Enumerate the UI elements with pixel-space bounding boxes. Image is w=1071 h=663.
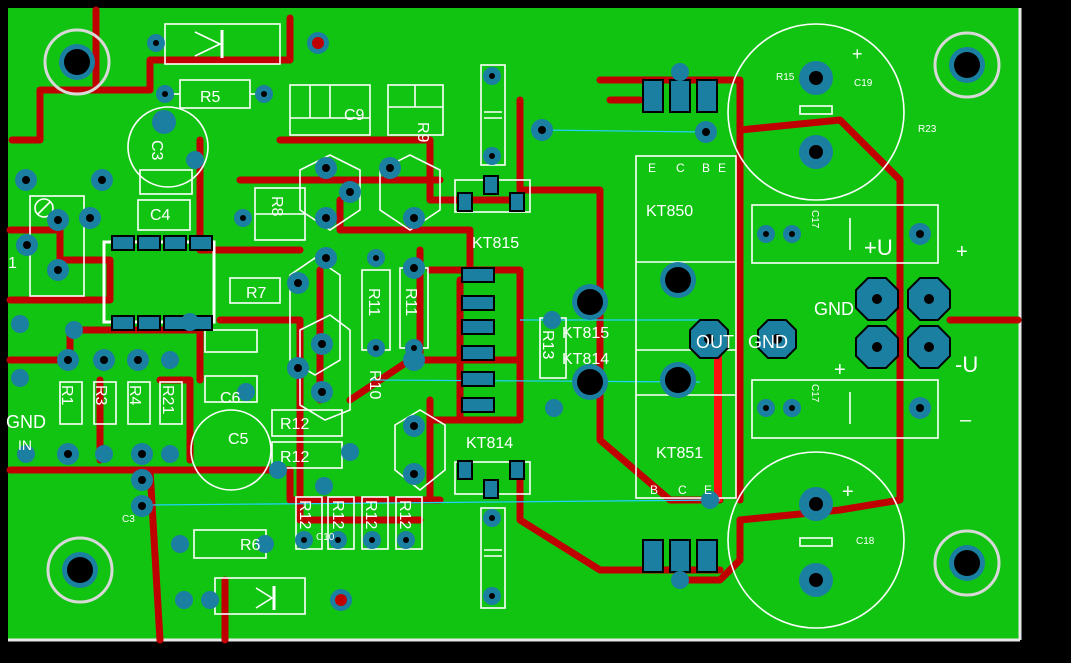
power-transistor-holes (572, 262, 696, 400)
label-r9: R9 (414, 122, 431, 143)
pin-b-kt851: B (650, 483, 658, 497)
pin-c-kt850: C (676, 161, 685, 175)
label-r15: R15 (776, 72, 795, 83)
label-c5: C5 (228, 431, 249, 448)
label-r8: R8 (268, 196, 285, 217)
pin-e-kt851: E (704, 483, 712, 497)
label-c19: C19 (854, 78, 873, 89)
capacitor-pads (799, 61, 833, 597)
label-c17a: C17 (809, 210, 820, 229)
label-kt814-bot: KT814 (466, 435, 513, 452)
label-plus-c: + (852, 44, 863, 64)
label-plus-b: + (834, 359, 846, 381)
round-pads (11, 32, 931, 611)
label-r3: R3 (92, 385, 109, 406)
label-c4: C4 (150, 207, 171, 224)
label-minus-u: -U (955, 352, 978, 377)
label-r12e: R12 (362, 500, 379, 529)
label-plus-u: +U (864, 235, 893, 260)
label-r21: R21 (159, 385, 176, 414)
label-r11a: R11 (365, 288, 382, 316)
label-r4: R4 (126, 385, 143, 406)
label-plus-d: + (842, 481, 854, 503)
pin-b-kt850-a: B (702, 161, 710, 175)
label-r6: R6 (240, 537, 261, 554)
label-r1: R1 (58, 385, 75, 406)
label-r12f: R12 (396, 500, 413, 529)
label-c3: C3 (148, 140, 165, 161)
pin-c-kt851: C (678, 483, 687, 497)
pin-e-kt850-b: E (718, 161, 726, 175)
label-gnd-out: GND (748, 332, 788, 352)
label-r10: R10 (366, 370, 383, 399)
label-gnd-right: GND (814, 299, 854, 319)
label-r7: R7 (246, 285, 267, 302)
label-kt851: KT851 (656, 445, 703, 462)
label-r13: R13 (539, 330, 556, 359)
label-r12a: R12 (280, 416, 309, 433)
label-kt815-top: KT815 (472, 235, 519, 252)
label-r12b: R12 (280, 449, 309, 466)
terminal-pads (689, 277, 951, 369)
label-c17b: C17 (809, 384, 820, 403)
label-kt815-mid: KT815 (562, 325, 609, 342)
label-r23: R23 (918, 124, 937, 135)
label-c6: C6 (220, 390, 241, 407)
label-kt814-mid: KT814 (562, 351, 609, 368)
label-c18: C18 (856, 536, 875, 547)
label-r12d: R12 (329, 500, 346, 529)
label-c10: C10 (316, 532, 335, 543)
label-c3b: C3 (122, 514, 135, 525)
label-r11b: R11 (402, 288, 419, 316)
label-plus-a: + (956, 241, 968, 263)
label-gnd-in: GND (6, 412, 46, 432)
label-c9: C9 (344, 107, 365, 124)
label-j1: 1 (8, 255, 17, 272)
label-out: OUT (696, 332, 734, 352)
label-in: IN (18, 437, 32, 453)
pin-e-kt850: E (648, 161, 656, 175)
label-kt850: KT850 (646, 203, 693, 220)
label-r5: R5 (200, 89, 221, 106)
label-r12c: R12 (296, 500, 313, 529)
label-minus-a: – (960, 409, 972, 431)
